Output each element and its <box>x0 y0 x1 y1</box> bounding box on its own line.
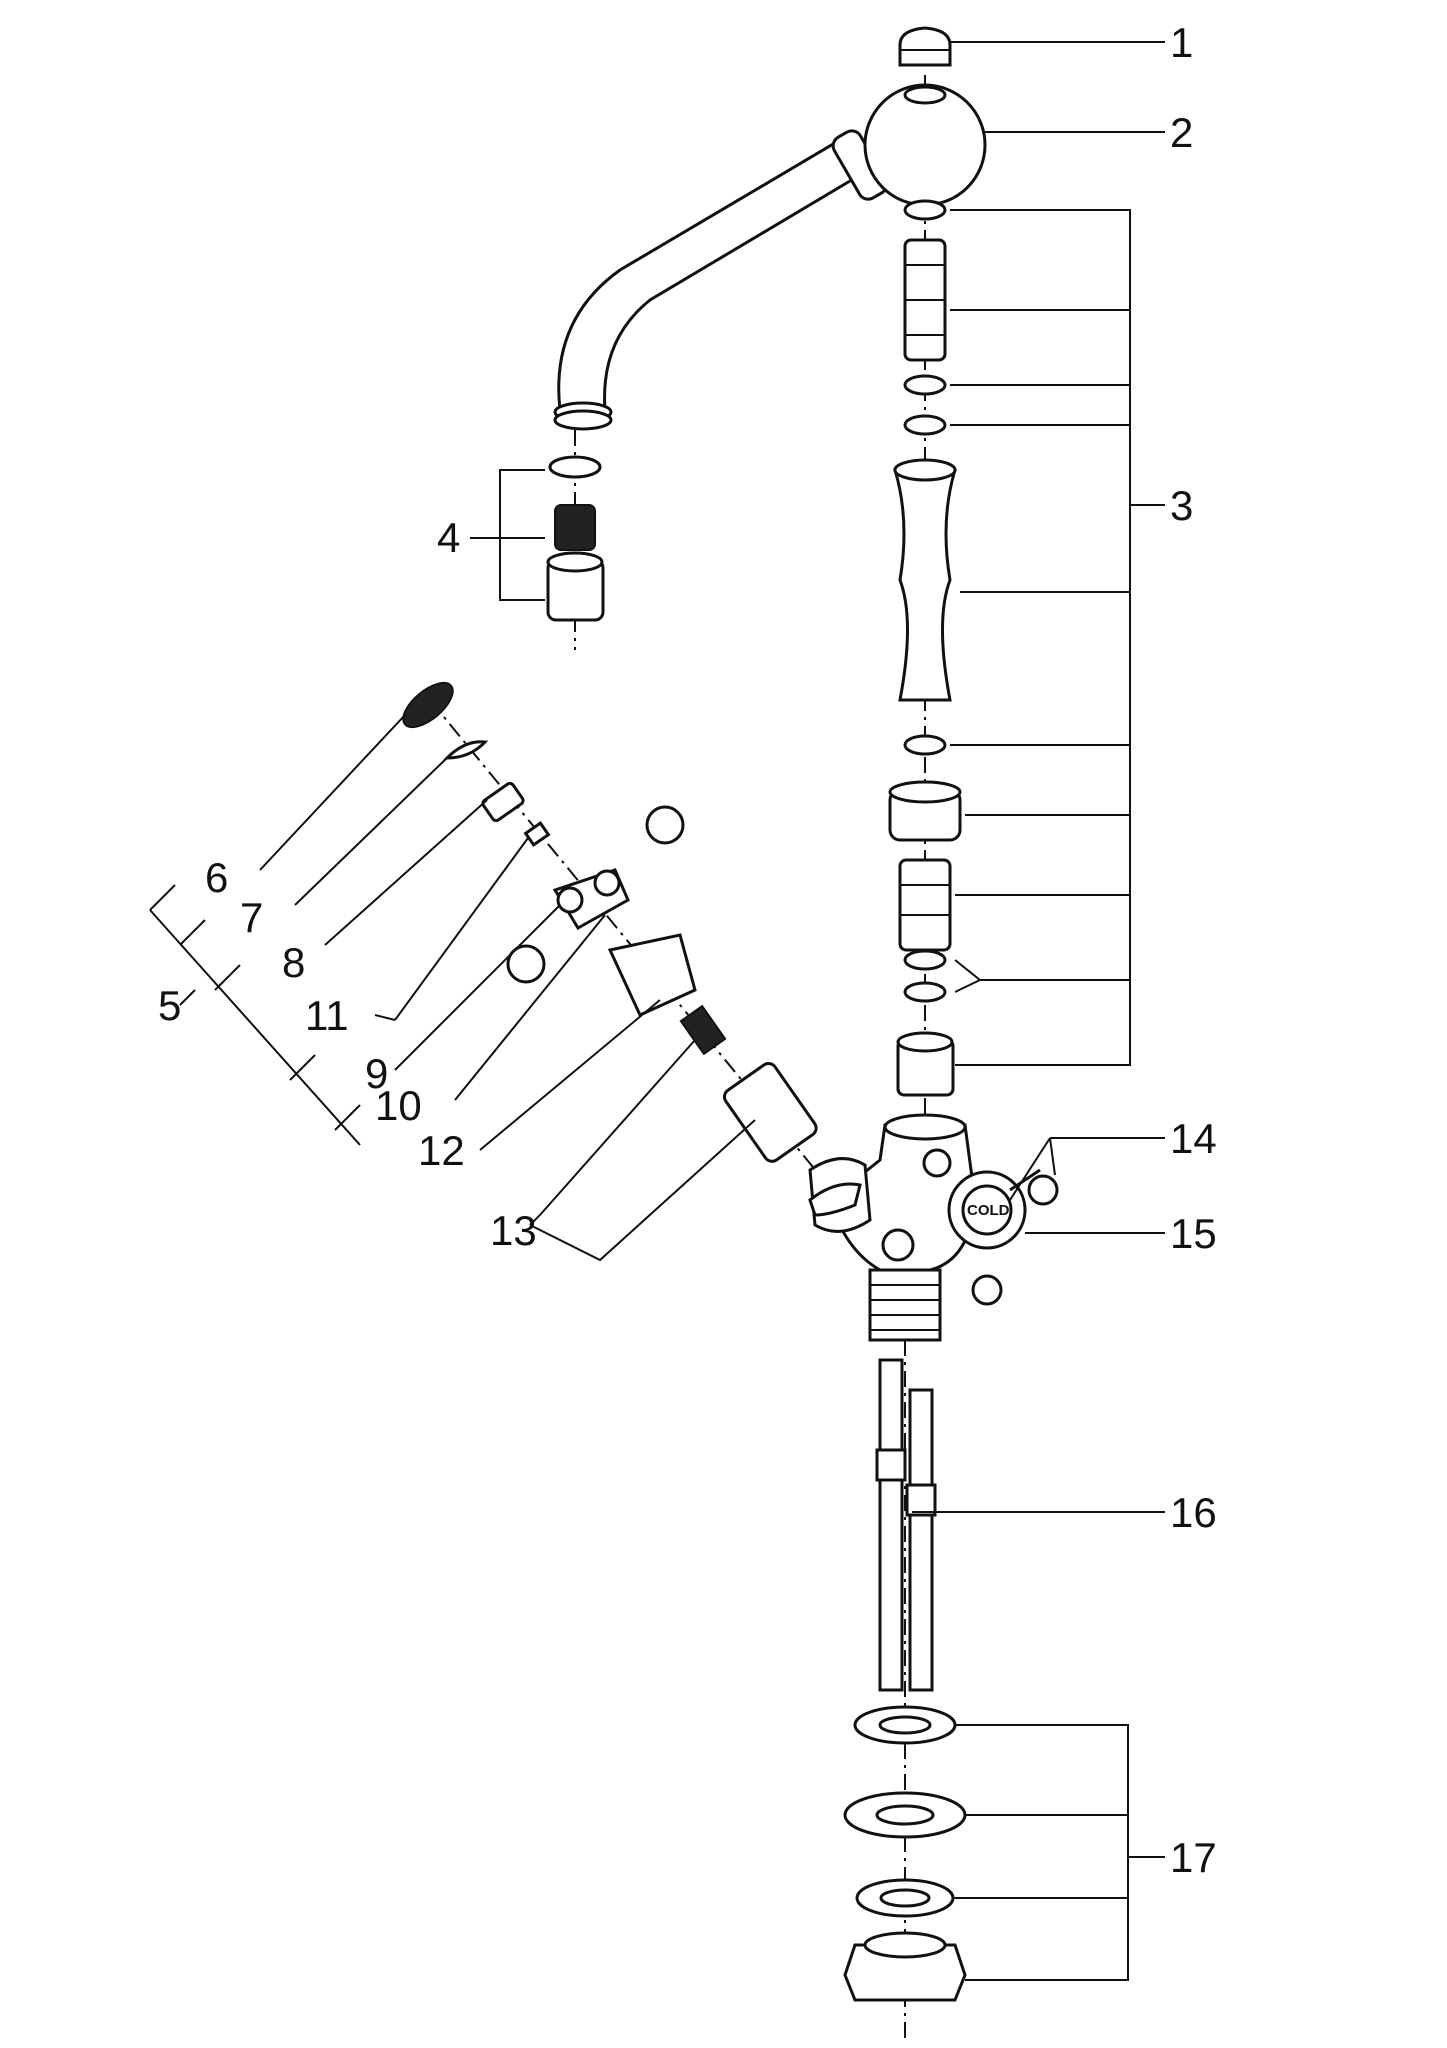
spout-part <box>553 83 987 431</box>
cold-marking: COLD <box>967 1202 1010 1219</box>
supply-hoses-part <box>875 1358 937 1692</box>
mounting-washers-part <box>843 1705 967 2002</box>
callout-6: 6 <box>205 854 228 901</box>
stack-components-part <box>888 199 962 1097</box>
callout-numbers: 1 2 3 4 5 6 7 8 9 10 11 12 13 14 15 16 1… <box>158 19 1217 1881</box>
side-spray-set-part <box>402 681 862 1217</box>
callout-8: 8 <box>282 939 305 986</box>
callout-16: 16 <box>1170 1489 1217 1536</box>
callout-9: 9 <box>365 1050 388 1097</box>
callout-3: 3 <box>1170 482 1193 529</box>
callout-15: 15 <box>1170 1210 1217 1257</box>
callout-4: 4 <box>437 514 460 561</box>
callout-12: 12 <box>418 1127 465 1174</box>
cross-handle-part: COLD <box>881 1148 1059 1306</box>
callout-17: 17 <box>1170 1834 1217 1881</box>
callout-10: 10 <box>375 1082 422 1129</box>
callout-2: 2 <box>1170 109 1193 156</box>
faucet-body-part <box>808 1113 977 1342</box>
leader-lines <box>149 41 1165 1981</box>
callout-5: 5 <box>158 982 181 1029</box>
callout-14: 14 <box>1170 1115 1217 1162</box>
callout-7: 7 <box>240 894 263 941</box>
aerator-set-part <box>546 455 605 622</box>
callout-11: 11 <box>305 992 349 1039</box>
callout-1: 1 <box>1170 19 1193 66</box>
cap-nut-part <box>898 26 952 67</box>
center-axes <box>429 75 926 2040</box>
callout-13: 13 <box>490 1207 537 1254</box>
